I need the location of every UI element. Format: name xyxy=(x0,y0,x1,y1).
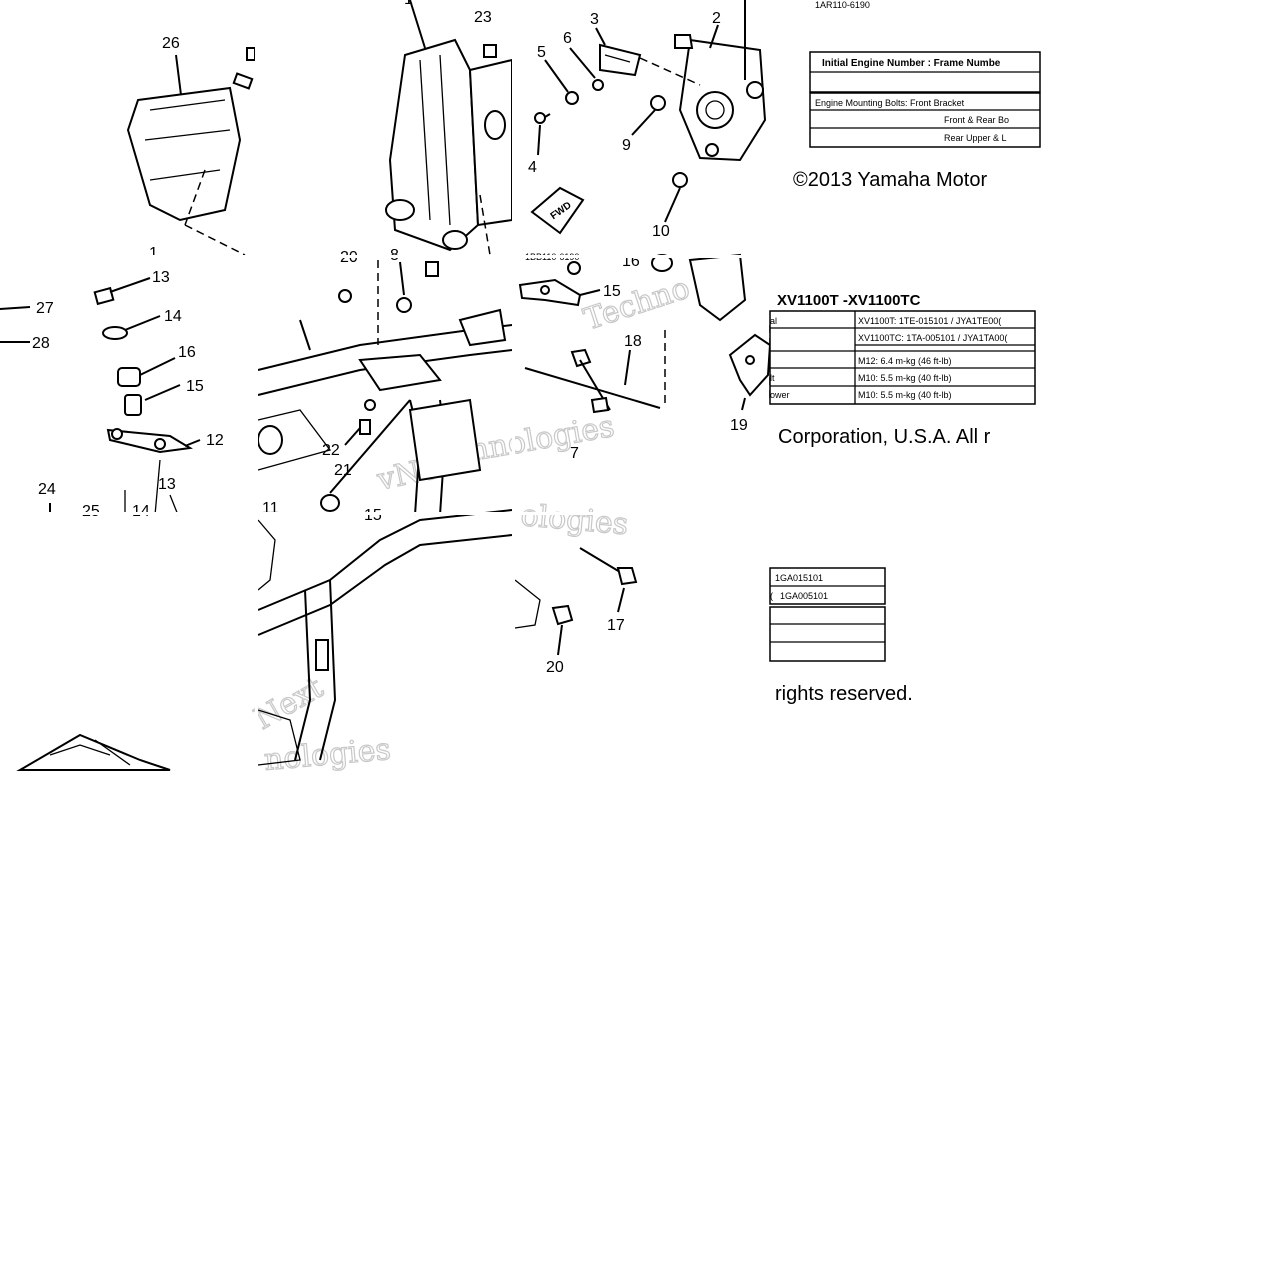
table-low-value-2: 1GA005101 xyxy=(780,591,828,601)
callout-24: 24 xyxy=(38,481,56,498)
table-mid-value-2: XV1100TC: 1TA-005101 / JYA1TA00( xyxy=(858,333,1007,343)
callout-15-left: 15 xyxy=(186,378,204,395)
callout-10: 10 xyxy=(652,223,670,240)
copyright-mid: Corporation, U.S.A. All r xyxy=(778,426,991,448)
table-top-row-3: Rear Upper & L xyxy=(944,133,1007,143)
callout-15-frame: 15 xyxy=(364,507,382,524)
frame-lower-section xyxy=(257,509,513,766)
callout-14-bottom: 14 xyxy=(132,503,150,520)
callout-15-right: 15 xyxy=(603,283,621,300)
header-code: 1AR110-6190 xyxy=(815,0,870,10)
callout-20: 20 xyxy=(546,659,564,676)
table-mid-label-1: al xyxy=(770,316,777,326)
callout-1-frame: 1 xyxy=(404,0,413,8)
callout-5: 5 xyxy=(537,44,546,61)
model-title: XV1100T -XV1100TC xyxy=(777,292,921,309)
callout-13-bottom: 13 xyxy=(158,476,176,493)
fwd-arrow: FWD xyxy=(530,186,585,235)
bolt-part-17 xyxy=(514,547,638,656)
callout-3: 3 xyxy=(590,11,599,28)
lower-left-fragment xyxy=(16,733,171,771)
engine-bracket-part-2 xyxy=(678,0,767,162)
watermark-ologies: ologies xyxy=(519,498,629,542)
plate-part-19 xyxy=(728,325,772,411)
spec-table-mid: XV1100T -XV1100TC al lt ower XV1100T: 1T… xyxy=(525,252,1036,405)
callout-26: 26 xyxy=(162,35,180,52)
table-low-prefix: ( xyxy=(770,591,773,601)
table-mid-value-3: M12: 6.4 m-kg (46 ft-lb) xyxy=(858,356,952,366)
watermark-techno: Techno xyxy=(580,271,694,338)
copyright-left: ©2013 Yamaha Motor xyxy=(793,169,987,191)
callout-17: 17 xyxy=(607,617,625,634)
mount-bracket-part-15 xyxy=(518,253,747,408)
callout-25: 25 xyxy=(82,503,100,520)
cover-part-26 xyxy=(126,54,246,256)
bolt-top-left xyxy=(232,47,256,90)
callout-9: 9 xyxy=(622,137,631,154)
callout-1-left: 1 xyxy=(149,245,158,262)
table-low-value-1: 1GA015101 xyxy=(775,573,823,583)
callout-21: 21 xyxy=(334,462,352,479)
frame-head-pipe xyxy=(385,0,513,256)
watermark-next: Next xyxy=(249,670,330,737)
callout-6: 6 xyxy=(563,30,572,47)
callout-27: 27 xyxy=(36,300,54,317)
watermark-nologies: nologies xyxy=(263,732,393,778)
table-top-row-1: Engine Mounting Bolts: Front Bracket xyxy=(815,98,965,108)
table-mid-label-3: lt xyxy=(770,373,775,383)
tile-seams xyxy=(0,0,1285,770)
long-bolt-part-18 xyxy=(524,348,661,414)
callout-28: 28 xyxy=(32,335,50,352)
callout-16-left: 16 xyxy=(178,344,196,361)
table-top-row-2: Front & Rear Bo xyxy=(944,115,1009,125)
callout-7-mid: 7 xyxy=(570,445,579,462)
table-top-header: Initial Engine Number : Frame Numbe xyxy=(822,58,1001,69)
callout-23: 23 xyxy=(474,9,492,26)
spec-table-top: Initial Engine Number : Frame Numbe Engi… xyxy=(809,0,1041,148)
callout-19: 19 xyxy=(730,417,748,434)
table-mid-value-5: M10: 5.5 m-kg (40 ft-lb) xyxy=(858,390,952,400)
table-mid-value-1: XV1100T: 1TE-015101 / JYA1TE00( xyxy=(858,316,1001,326)
table-mid-value-4: M10: 5.5 m-kg (40 ft-lb) xyxy=(858,373,952,383)
callout-2: 2 xyxy=(712,10,721,27)
callout-12: 12 xyxy=(206,432,224,449)
callout-22: 22 xyxy=(322,442,340,459)
copyright-right: rights reserved. xyxy=(775,683,913,705)
table-mid-label-4: ower xyxy=(770,390,790,400)
callout-4: 4 xyxy=(528,159,537,176)
small-fasteners-top xyxy=(534,34,694,223)
callout-18: 18 xyxy=(624,333,642,350)
spec-table-low: 1GA015101 ( 1GA005101 xyxy=(769,567,886,662)
callout-13-top: 13 xyxy=(152,269,170,286)
mount-hardware-left xyxy=(0,277,201,516)
clamp-part-3 xyxy=(595,27,701,86)
callout-14-top: 14 xyxy=(164,308,182,325)
main-frame xyxy=(257,260,513,516)
callout-labels: 26 23 3 6 5 2 4 9 10 27 28 13 14 16 15 1… xyxy=(32,0,748,676)
